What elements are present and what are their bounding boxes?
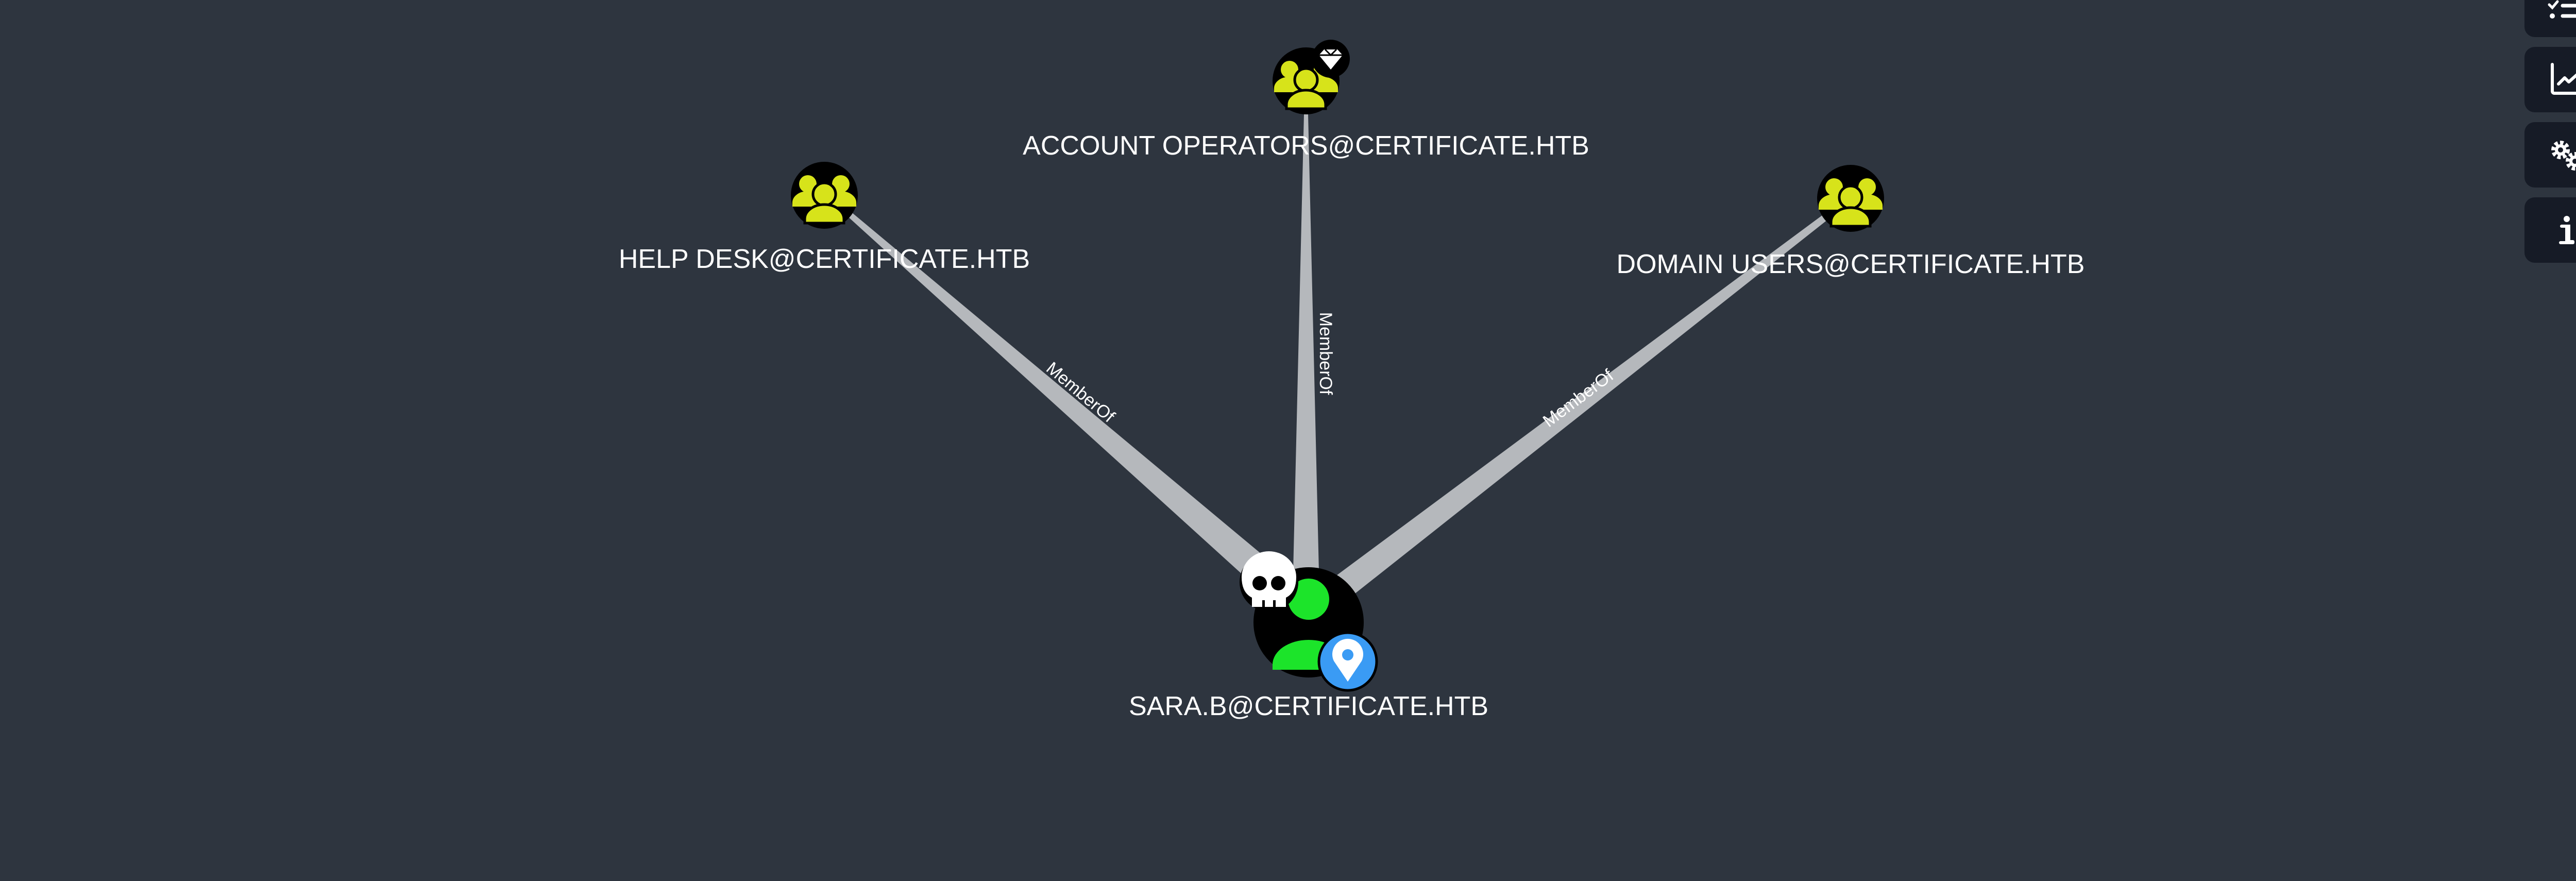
edge-sara-domain-users[interactable]: [1334, 196, 1853, 598]
chart-icon: [2550, 62, 2576, 95]
info-icon: [2558, 215, 2574, 244]
node-sara-b[interactable]: SARA.B@CERTIFICATE.HTB: [1129, 551, 1488, 721]
node-account-operators[interactable]: ACCOUNT OPERATORS@CERTIFICATE.HTB: [1023, 40, 1589, 161]
edge-label-account-operators: MemberOf: [1316, 312, 1335, 395]
node-help-desk[interactable]: HELP DESK@CERTIFICATE.HTB: [619, 162, 1030, 274]
node-label: SARA.B@CERTIFICATE.HTB: [1129, 691, 1488, 721]
checklist-icon: [2548, 0, 2576, 19]
edge-label-domain-users: MemberOf: [1539, 365, 1618, 431]
group-icon: [1817, 165, 1884, 232]
gears-icon: [2551, 140, 2576, 171]
node-label: ACCOUNT OPERATORS@CERTIFICATE.HTB: [1023, 131, 1589, 161]
node-label: HELP DESK@CERTIFICATE.HTB: [619, 244, 1030, 274]
settings-button[interactable]: [2524, 122, 2576, 188]
node-domain-users[interactable]: DOMAIN USERS@CERTIFICATE.HTB: [1617, 165, 2085, 279]
edge-sara-account-operators[interactable]: [1293, 114, 1319, 572]
map-pin-icon: [1317, 631, 1378, 692]
chart-button[interactable]: [2524, 47, 2576, 112]
group-icon: [791, 162, 858, 229]
checklist-button[interactable]: [2524, 0, 2576, 37]
node-label: DOMAIN USERS@CERTIFICATE.HTB: [1617, 249, 2085, 279]
info-button[interactable]: [2524, 197, 2576, 263]
edge-sara-helpdesk[interactable]: [824, 192, 1283, 592]
diamond-icon: [1312, 40, 1350, 78]
skull-icon: [1240, 551, 1298, 612]
